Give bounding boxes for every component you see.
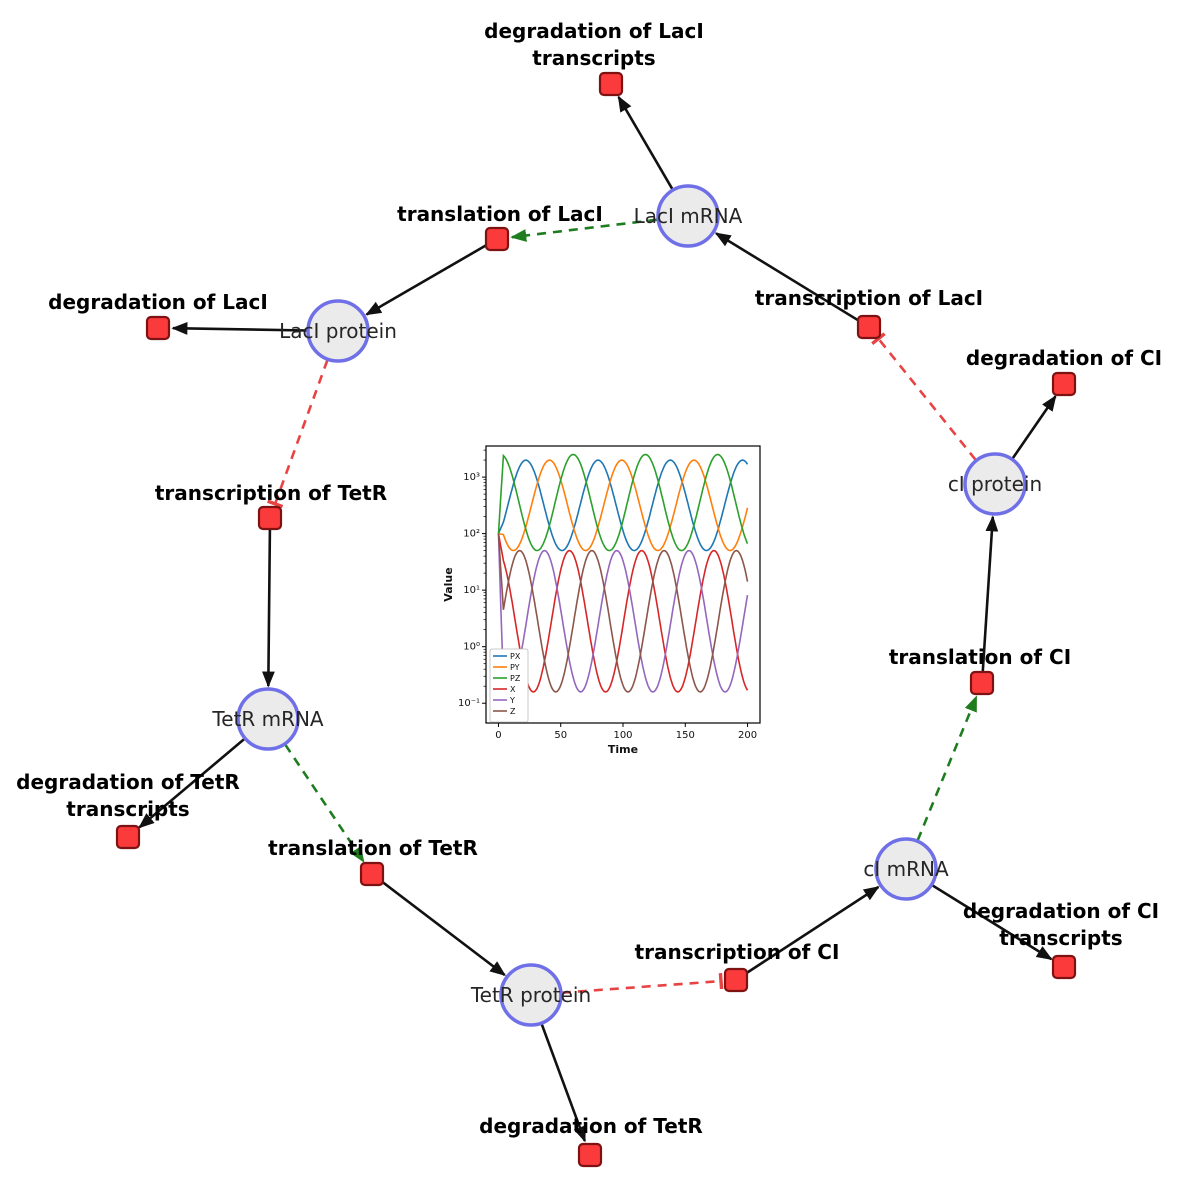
legend-label-Z: Z xyxy=(510,707,516,716)
x-tick-label: 150 xyxy=(676,730,695,741)
edge-production-translation-ci-to-ci-protein xyxy=(981,515,999,672)
reaction-label-deg-laci: degradation of LacI xyxy=(48,290,268,314)
edge-consumption-laci-mrna-to-deg-laci-transcripts xyxy=(617,95,674,190)
species-node-tetr-mrna[interactable] xyxy=(236,687,300,751)
edge-consumption-ci-mrna-to-deg-ci-transcripts xyxy=(931,884,1053,961)
edge-consumption-tetr-protein-to-deg-tetr xyxy=(540,1023,587,1143)
series-line-PY xyxy=(498,459,749,552)
y-tick-label: 10¹ xyxy=(463,585,480,596)
reaction-node-deg-ci-transcripts[interactable] xyxy=(1051,954,1077,980)
y-tick-label: 10² xyxy=(463,529,480,540)
edge-modifier-tetr-mrna-to-translation-tetr xyxy=(284,743,365,863)
reaction-node-translation-ci[interactable] xyxy=(969,670,995,696)
reaction-node-translation-tetr[interactable] xyxy=(359,861,385,887)
species-node-ci-mrna[interactable] xyxy=(874,837,938,901)
series-line-Y xyxy=(497,533,749,693)
reaction-label-transcription-laci: transcription of LacI xyxy=(755,286,983,310)
reaction-node-transcription-ci[interactable] xyxy=(723,967,749,993)
reaction-node-translation-laci[interactable] xyxy=(484,226,510,252)
reaction-node-deg-tetr-transcripts[interactable] xyxy=(115,824,141,850)
series-line-PZ xyxy=(497,453,749,552)
species-node-laci-mrna[interactable] xyxy=(656,184,720,248)
reaction-label-transcription-ci: transcription of CI xyxy=(635,940,840,964)
series-line-PX xyxy=(497,459,749,552)
y-tick-label: 10⁻¹ xyxy=(458,698,480,709)
edge-production-transcription-laci-to-laci-mrna xyxy=(714,232,860,322)
legend-label-PZ: PZ xyxy=(510,674,521,683)
x-tick-label: 100 xyxy=(613,730,632,741)
x-axis-label: Time xyxy=(608,743,638,756)
edge-consumption-ci-protein-to-deg-ci xyxy=(1011,394,1057,460)
x-tick-label: 50 xyxy=(554,730,567,741)
reaction-node-transcription-tetr[interactable] xyxy=(257,505,283,531)
reaction-node-transcription-laci[interactable] xyxy=(856,314,882,340)
series-line-Z xyxy=(497,533,749,693)
reaction-label-translation-tetr: translation of TetR xyxy=(268,836,478,860)
species-node-laci-protein[interactable] xyxy=(306,299,370,363)
reaction-label-transcription-tetr: transcription of TetR xyxy=(155,481,387,505)
edge-inhibition-tetr-protein-to-transcription-ci xyxy=(561,972,724,994)
legend-label-PX: PX xyxy=(510,652,521,661)
legend-label-PY: PY xyxy=(510,663,520,672)
species-label-ci-protein: cI protein xyxy=(948,472,1042,496)
y-tick-label: 10³ xyxy=(463,472,480,483)
y-tick-label: 10⁰ xyxy=(463,642,480,653)
reaction-node-deg-laci-transcripts[interactable] xyxy=(598,71,624,97)
reaction-label-deg-ci: degradation of CI xyxy=(966,346,1162,370)
reaction-node-deg-laci[interactable] xyxy=(145,315,171,341)
reaction-node-deg-ci[interactable] xyxy=(1051,371,1077,397)
x-tick-label: 200 xyxy=(738,730,757,741)
edge-consumption-laci-protein-to-deg-laci xyxy=(171,322,308,335)
edge-production-transcription-ci-to-ci-mrna xyxy=(745,885,880,975)
species-node-tetr-protein[interactable] xyxy=(499,963,563,1027)
species-label-tetr-protein: TetR protein xyxy=(470,983,591,1007)
edge-production-translation-laci-to-laci-protein xyxy=(365,243,488,316)
species-label-ci-mrna: cI mRNA xyxy=(863,857,949,881)
edge-modifier-laci-mrna-to-translation-laci xyxy=(510,218,658,242)
series-line-X xyxy=(497,533,749,693)
species-node-ci-protein[interactable] xyxy=(963,452,1027,516)
edge-consumption-tetr-mrna-to-deg-tetr-transcripts xyxy=(138,738,246,829)
edge-production-translation-tetr-to-tetr-protein xyxy=(380,880,506,977)
species-label-tetr-mrna: TetR mRNA xyxy=(211,707,324,731)
edge-production-transcription-tetr-to-tetr-mrna xyxy=(262,529,275,688)
legend-label-X: X xyxy=(510,685,516,694)
x-tick-label: 0 xyxy=(495,730,501,741)
reaction-label-translation-laci: translation of LacI xyxy=(397,202,603,226)
reaction-label-translation-ci: translation of CI xyxy=(889,645,1071,669)
edge-modifier-ci-mrna-to-translation-ci xyxy=(916,695,978,841)
legend-label-Y: Y xyxy=(509,696,515,705)
species-label-laci-mrna: LacI mRNA xyxy=(634,204,743,228)
reaction-node-deg-tetr[interactable] xyxy=(577,1142,603,1168)
y-axis-label: Value xyxy=(442,567,455,601)
reaction-label-deg-tetr: degradation of TetR xyxy=(479,1114,703,1138)
species-label-laci-protein: LacI protein xyxy=(279,319,397,343)
edge-inhibition-ci-protein-to-transcription-laci xyxy=(871,332,977,461)
